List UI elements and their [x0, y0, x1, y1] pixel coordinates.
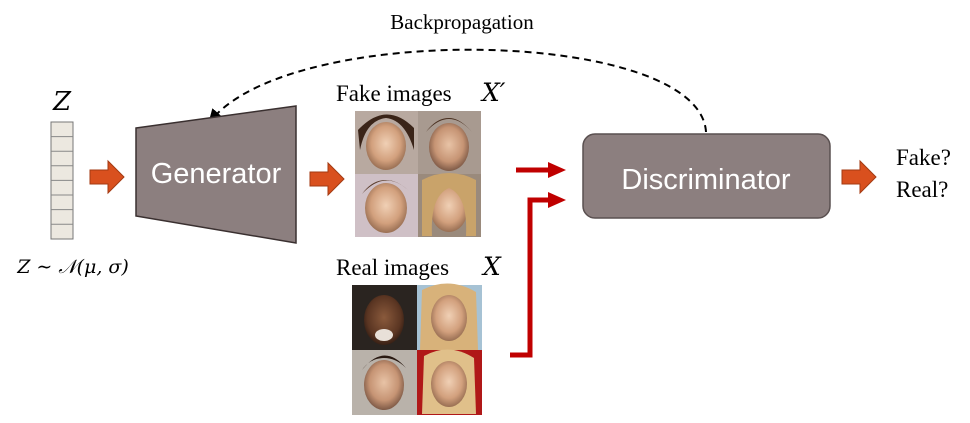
- real-image-1: [352, 285, 417, 350]
- real-image-2: [417, 283, 482, 350]
- arrow-discriminator-to-output: [841, 159, 877, 195]
- fake-images-grid: [355, 111, 481, 237]
- fake-image-4: [418, 173, 481, 237]
- arrow-z-to-generator: [89, 159, 125, 195]
- fake-images-symbol: X′: [480, 78, 506, 107]
- discriminator-block: [582, 133, 831, 219]
- z-label: Z: [52, 87, 72, 117]
- latent-vector: [50, 121, 74, 240]
- real-images-label: Real images: [336, 255, 449, 280]
- backpropagation-arrow: [208, 48, 707, 133]
- real-image-3: [352, 350, 417, 415]
- fake-images-title: Fake images X′: [336, 78, 506, 107]
- real-image-4: [417, 349, 482, 415]
- fake-image-2: [418, 111, 481, 174]
- z-distribution-label: Z ∼ 𝒩(μ, σ): [16, 256, 129, 278]
- real-images-grid: [352, 283, 482, 415]
- real-images-symbol: X: [481, 252, 502, 281]
- fake-image-3: [355, 174, 418, 237]
- discriminator-label: Discriminator: [621, 164, 791, 196]
- real-images-title: Real images X: [336, 252, 502, 281]
- output-fake-label: Fake?: [896, 145, 951, 170]
- fake-images-label: Fake images: [336, 81, 452, 106]
- real-to-discriminator-line: [510, 197, 550, 358]
- generator-label: Generator: [151, 158, 282, 190]
- backpropagation-label: Backpropagation: [390, 10, 534, 34]
- fake-image-1: [355, 111, 418, 174]
- generator-block: [135, 105, 297, 244]
- output-real-label: Real?: [896, 177, 948, 202]
- arrow-generator-to-fake: [309, 161, 345, 197]
- real-to-discriminator-head: [548, 192, 566, 208]
- fake-to-discriminator-head: [548, 162, 566, 178]
